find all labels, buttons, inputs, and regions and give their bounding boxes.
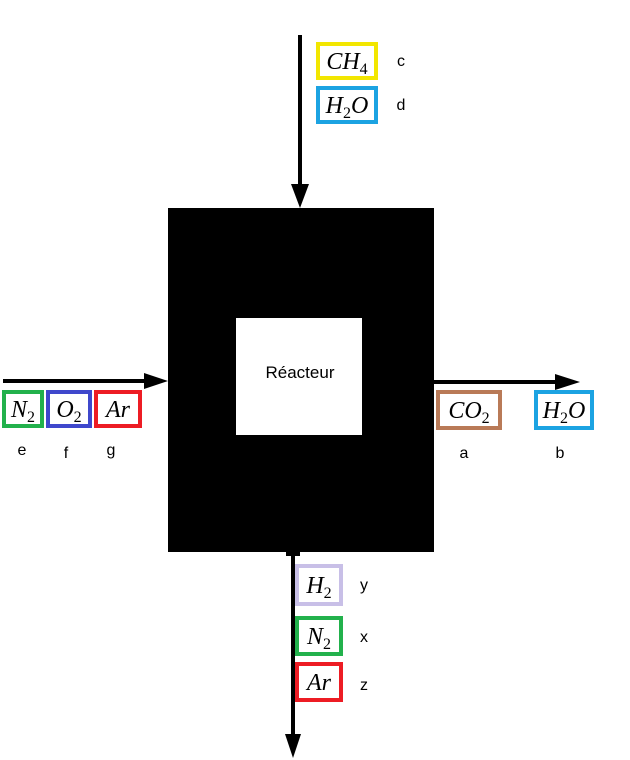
species-e: N2 e	[2, 390, 44, 459]
species-z-formula: Ar	[305, 670, 332, 696]
species-z-box	[295, 662, 343, 702]
species-e-formula: N2	[10, 397, 35, 426]
species-f: O2 f	[46, 390, 92, 462]
reactor-window	[236, 318, 362, 435]
species-f-formula: O2	[56, 397, 81, 426]
species-a-formula: CO2	[448, 398, 489, 427]
top-inlet-arrowhead	[291, 184, 309, 208]
species-f-variable: f	[64, 445, 69, 462]
bottom-outlet-arrowhead	[285, 734, 301, 758]
left-inlet-arrowhead	[144, 373, 168, 389]
species-d-formula: H2O	[325, 93, 369, 122]
species-g-box	[94, 390, 142, 428]
species-x-formula: N2	[306, 624, 331, 653]
species-c: CH4 c	[316, 42, 405, 80]
species-y-formula: H2	[305, 573, 331, 602]
species-y-box	[295, 564, 343, 606]
species-z: Ar z	[295, 662, 368, 702]
species-d: H2O d	[316, 86, 406, 124]
species-b: H2O b	[534, 390, 594, 462]
species-d-box	[316, 86, 378, 124]
species-f-box	[46, 390, 92, 428]
species-b-variable: b	[556, 445, 565, 462]
species-z-variable: z	[360, 677, 368, 694]
species-b-formula: H2O	[542, 398, 586, 427]
species-a-box	[436, 390, 502, 430]
species-g-formula: Ar	[104, 397, 131, 423]
species-g: Ar g	[94, 390, 142, 459]
species-b-box	[534, 390, 594, 430]
species-d-variable: d	[397, 97, 406, 114]
species-c-box	[316, 42, 378, 80]
species-y: H2 y	[295, 564, 368, 606]
species-x: N2 x	[295, 616, 368, 656]
species-a-variable: a	[460, 445, 469, 462]
species-e-variable: e	[18, 442, 27, 459]
species-g-variable: g	[107, 442, 116, 459]
species-x-variable: x	[360, 629, 368, 646]
species-c-formula: CH4	[326, 49, 367, 78]
reactor-label: Réacteur	[266, 363, 335, 382]
right-outlet-arrowhead	[555, 374, 580, 390]
species-a: CO2 a	[436, 390, 502, 462]
species-c-variable: c	[397, 53, 405, 70]
species-y-variable: y	[360, 577, 368, 594]
species-e-box	[2, 390, 44, 428]
species-x-box	[295, 616, 343, 656]
